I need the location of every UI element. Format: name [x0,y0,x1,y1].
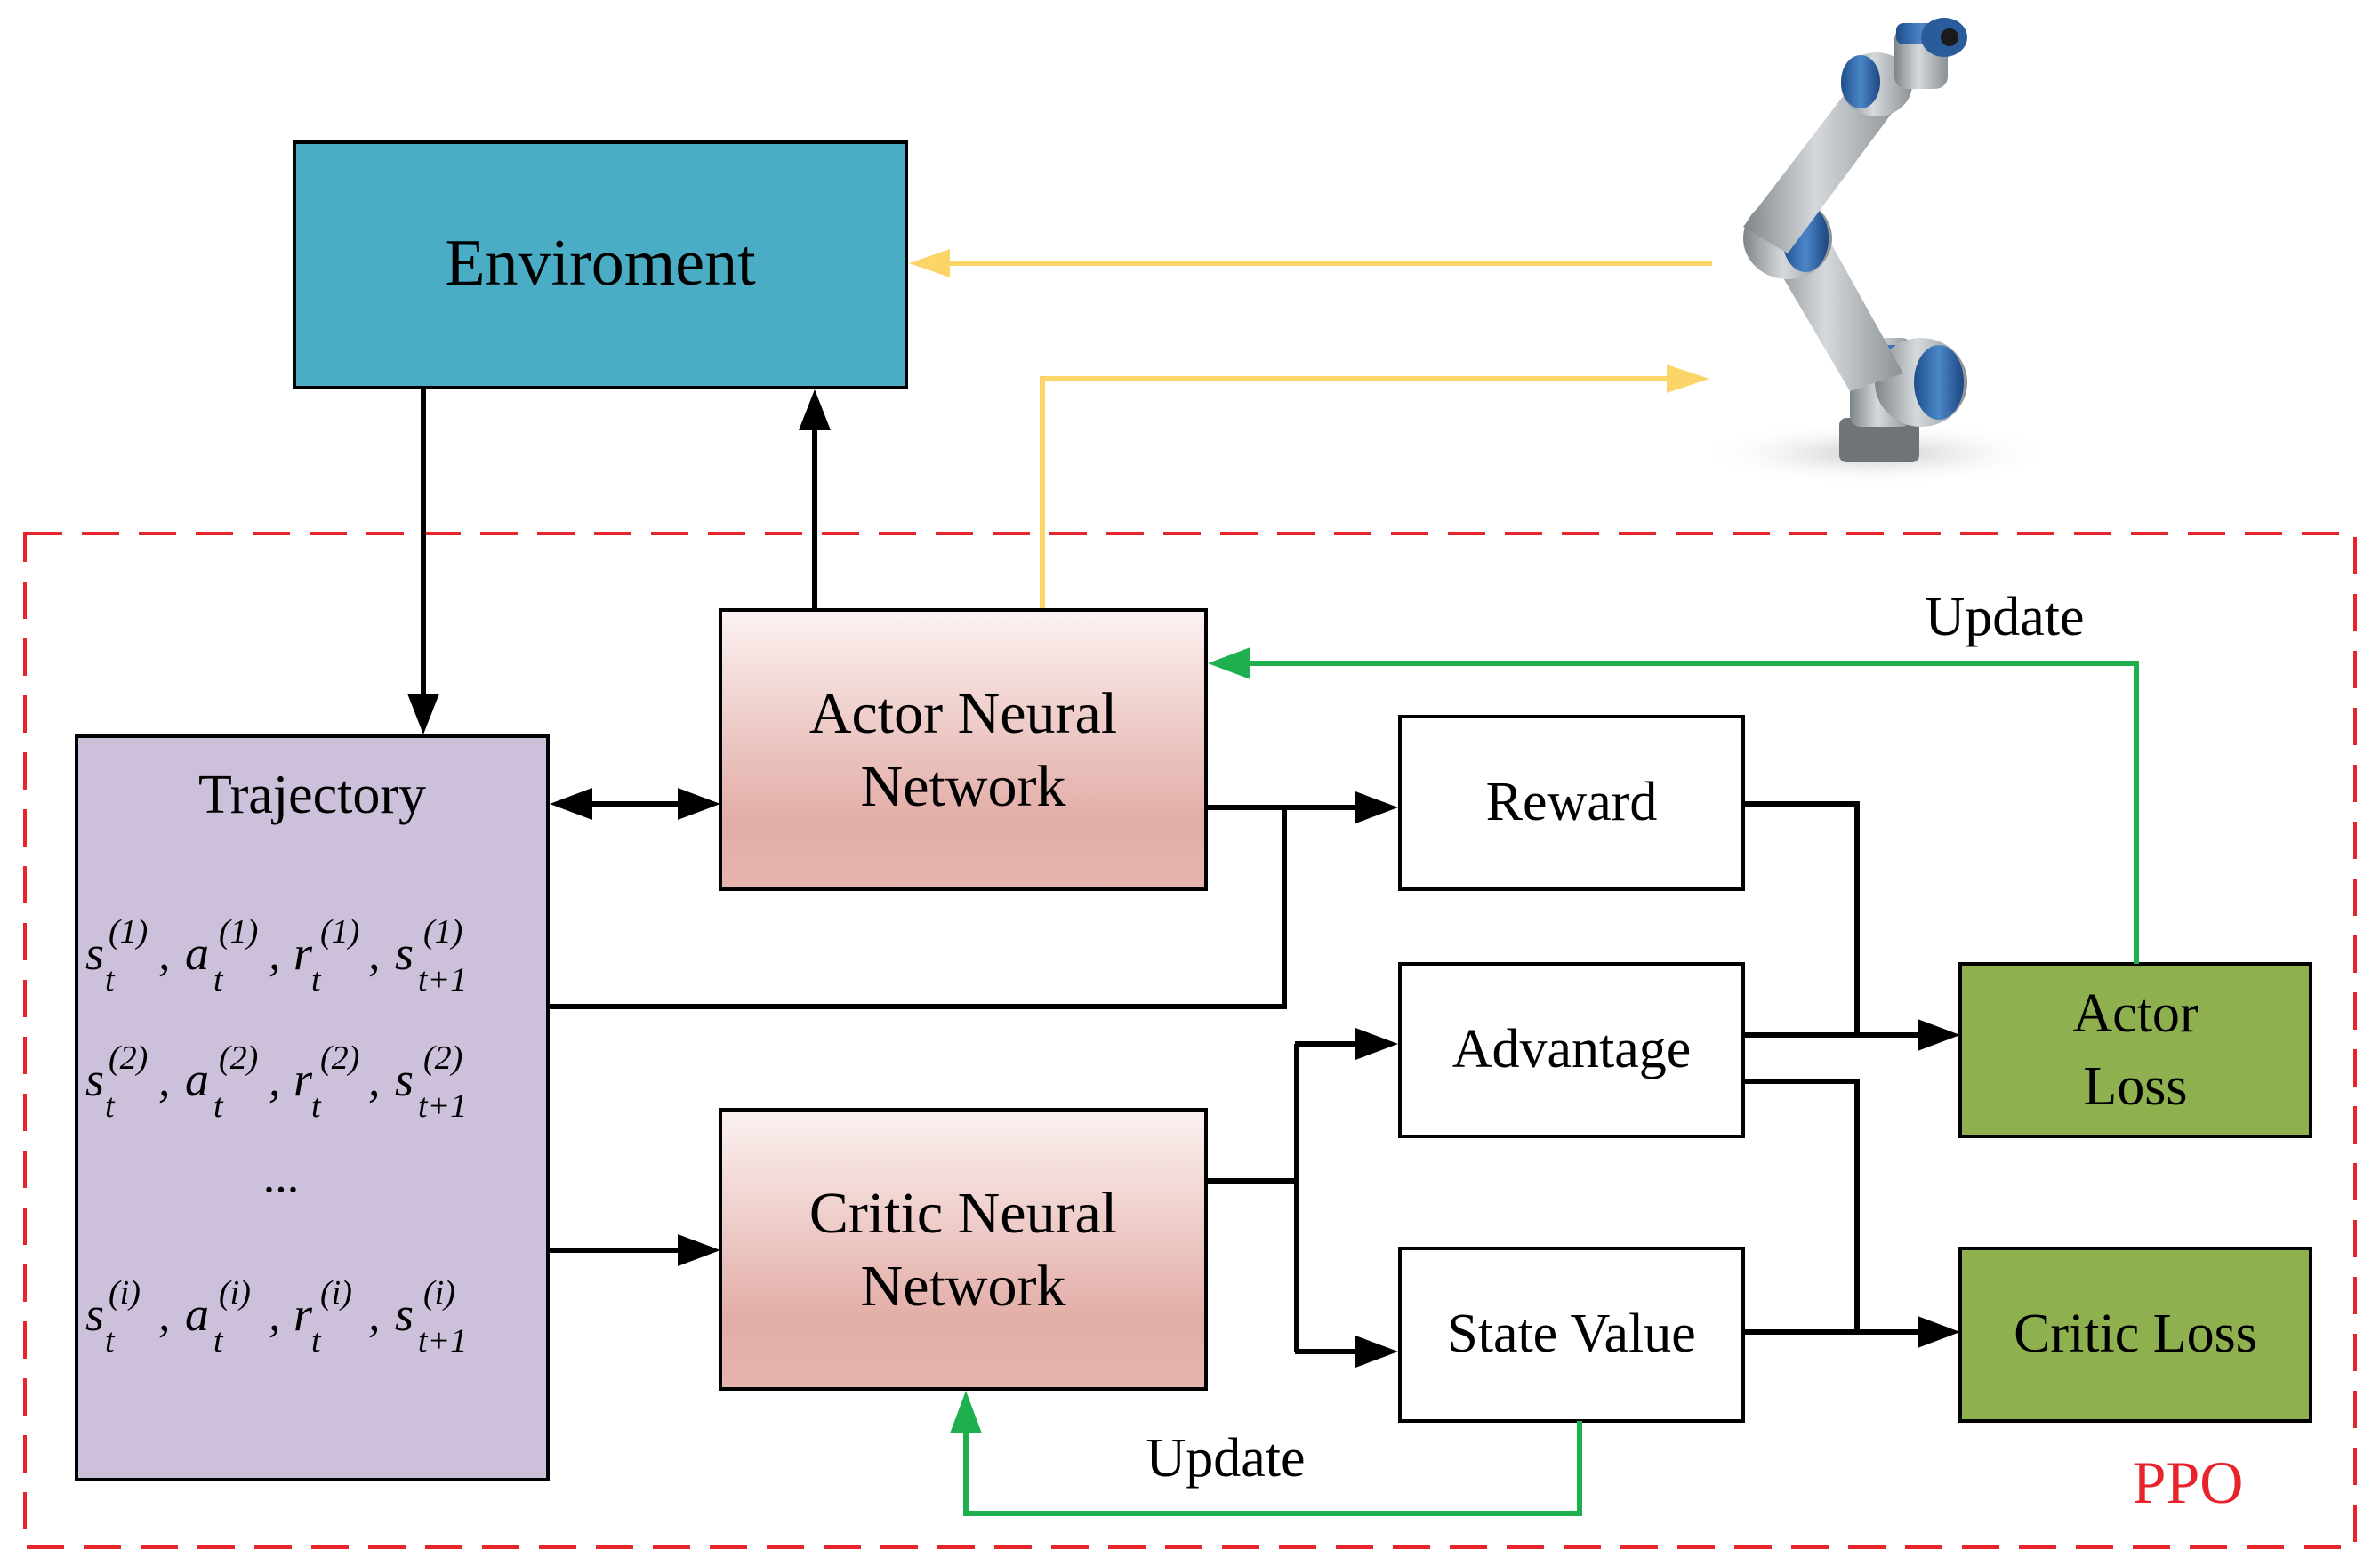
svg-text:a: a [185,927,209,980]
trajectory-title: Trajectory [198,765,426,825]
ppo-boundary [23,532,2357,1549]
environment-node[interactable]: Enviroment [293,140,908,389]
svg-text:t: t [311,961,322,999]
robot-arm-image [1699,18,2054,486]
actor-update-arrow [1208,647,2139,964]
actor-loss-node[interactable]: Actor Loss [1958,962,2312,1138]
environment-label: Enviroment [445,227,756,300]
actor-network-node[interactable]: Actor Neural Network [719,608,1208,891]
svg-text:,: , [269,1053,281,1106]
svg-text:s: s [85,1053,104,1106]
trajectory-ellipsis: ... [263,1149,300,1202]
svg-text:a: a [185,1288,209,1341]
svg-text:(1): (1) [423,913,462,951]
svg-text:,: , [269,927,281,980]
critic-update-arrow [950,1391,1582,1516]
critic-loss-node[interactable]: Critic Loss [1958,1247,2312,1423]
trajectory-actor-double-arrow [550,788,720,820]
svg-text:(2): (2) [109,1039,148,1077]
actor-to-robot-arrow [1040,365,1709,612]
svg-text:,: , [158,1288,171,1341]
svg-text:,: , [368,927,381,980]
svg-text:t: t [213,961,224,999]
svg-text:r: r [293,927,313,980]
state-value-node[interactable]: State Value [1398,1247,1745,1423]
svg-text:t: t [311,1322,322,1360]
trajectory-row-i: s (i) t , a (i) t , r (i) t , s (i) t+1 [85,1274,467,1360]
actor-to-reward-arrow [1206,791,1398,823]
svg-text:(2): (2) [320,1039,359,1077]
trajectory-node[interactable]: Trajectory s (1) t , a (1) t , r (1) t ,… [75,734,550,1481]
svg-text:s: s [85,1288,104,1341]
actor-network-label-1: Actor Neural [809,681,1117,746]
robot-to-environment-arrow [909,249,1712,277]
svg-text:t+1: t+1 [418,1087,467,1125]
svg-text:t: t [213,1087,224,1125]
trajectory-to-reward-line [548,807,1287,1009]
svg-text:(2): (2) [219,1039,258,1077]
svg-text:t+1: t+1 [418,961,467,999]
reward-label: Reward [1486,772,1658,832]
svg-text:s: s [395,1053,414,1106]
critic-network-label-2: Network [861,1254,1066,1319]
svg-text:t+1: t+1 [418,1322,467,1360]
svg-text:t: t [311,1087,322,1125]
svg-text:(1): (1) [219,913,258,951]
svg-text:(2): (2) [423,1039,462,1077]
critic-update-label: Update [1146,1428,1305,1489]
trajectory-row-2: s (2) t , a (2) t , r (2) t , s (2) t+1 [85,1039,467,1125]
actor-network-label-2: Network [861,754,1066,819]
to-critic-loss-arrows [1743,1079,1960,1348]
svg-text:,: , [269,1288,281,1341]
svg-text:,: , [368,1288,381,1341]
svg-text:(i): (i) [320,1274,352,1312]
svg-text:s: s [85,927,104,980]
svg-text:,: , [158,1053,171,1106]
svg-text:t: t [105,1322,116,1360]
critic-network-label-1: Critic Neural [809,1181,1117,1246]
svg-text:t: t [105,1087,116,1125]
svg-text:a: a [185,1053,209,1106]
trajectory-to-critic-arrow [548,1234,720,1266]
svg-text:(1): (1) [320,913,359,951]
critic-to-advantage-state-arrows [1206,1028,1398,1368]
to-actor-loss-arrows [1743,801,1960,1051]
svg-text:(i): (i) [219,1274,251,1312]
state-value-label: State Value [1447,1304,1696,1364]
critic-loss-label: Critic Loss [2014,1304,2257,1364]
svg-text:(1): (1) [109,913,148,951]
svg-text:r: r [293,1053,313,1106]
environment-to-trajectory-arrow [407,388,439,734]
svg-text:t: t [105,961,116,999]
critic-network-node[interactable]: Critic Neural Network [719,1108,1208,1391]
actor-loss-label-2: Loss [2083,1056,2187,1117]
actor-to-environment-arrow [799,389,831,612]
svg-text:s: s [395,927,414,980]
svg-text:t: t [213,1322,224,1360]
svg-text:(i): (i) [423,1274,455,1312]
ppo-label: PPO [2133,1449,2244,1516]
trajectory-row-1: s (1) t , a (1) t , r (1) t , s (1) t+1 [85,913,467,999]
actor-update-label: Update [1925,587,2084,647]
advantage-label: Advantage [1452,1019,1692,1079]
advantage-node[interactable]: Advantage [1398,962,1745,1138]
svg-text:,: , [368,1053,381,1106]
reward-node[interactable]: Reward [1398,715,1745,891]
svg-text:(i): (i) [109,1274,141,1312]
svg-text:r: r [293,1288,313,1341]
svg-text:,: , [158,927,171,980]
svg-text:s: s [395,1288,414,1341]
actor-loss-label-1: Actor [2072,983,2199,1044]
